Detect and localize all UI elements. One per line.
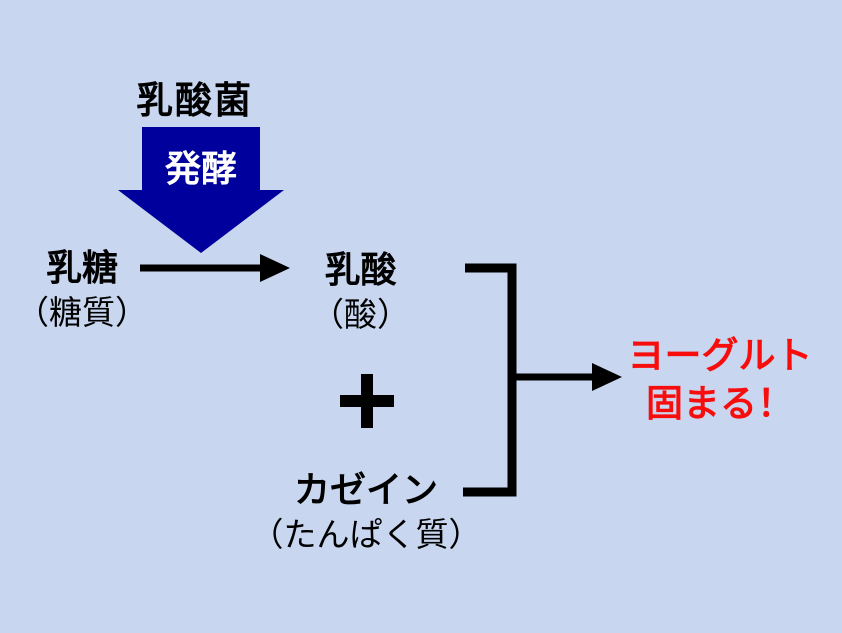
result-line2: 固まる！ bbox=[646, 383, 794, 424]
lactose-group: 乳糖 （糖質） bbox=[7, 245, 157, 335]
lactose-subtitle: （糖質） bbox=[16, 294, 148, 331]
lactose-name: 乳糖 bbox=[45, 247, 118, 288]
lactic-acid-subtitle: （酸） bbox=[311, 296, 410, 333]
casein-name: カゼイン bbox=[293, 469, 438, 510]
combine-bracket bbox=[463, 263, 517, 497]
bacteria-label: 乳酸菌 bbox=[136, 80, 253, 121]
result-line1: ヨーグルト bbox=[627, 335, 813, 376]
lactic-acid-name: 乳酸 bbox=[324, 249, 397, 290]
plus-icon bbox=[340, 374, 394, 428]
result-label: ヨーグルト 固まる！ bbox=[612, 332, 828, 428]
plus-icon-vertical-bar bbox=[361, 374, 373, 428]
fermentation-label: 発酵 bbox=[164, 148, 237, 189]
casein-group: カゼイン （たんぱく質） bbox=[240, 467, 492, 557]
casein-subtitle: （たんぱく質） bbox=[250, 516, 482, 553]
result-arrow-head bbox=[592, 363, 622, 391]
fermentation-down-arrow bbox=[118, 127, 284, 253]
lactose-to-lactic-arrow-head bbox=[260, 254, 290, 282]
lactic-acid-group: 乳酸 （酸） bbox=[288, 247, 433, 337]
